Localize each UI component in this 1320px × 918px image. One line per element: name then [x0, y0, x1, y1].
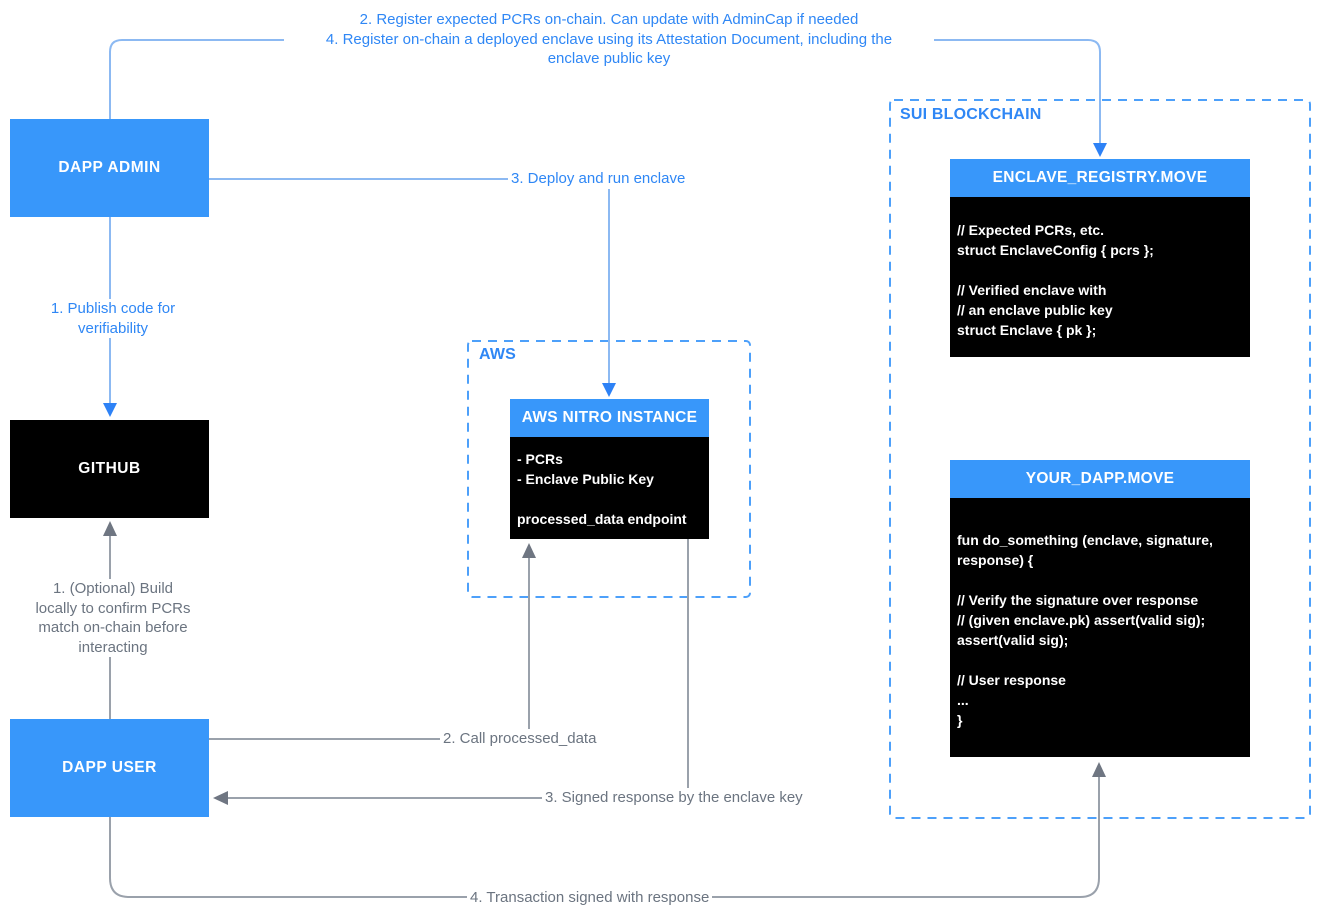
node-enclave-registry-header: ENCLAVE_REGISTRY.MOVE: [950, 159, 1250, 197]
annotation-optional-build: 1. (Optional) Build locally to confirm P…: [15, 579, 211, 657]
annotation-publish-code: 1. Publish code for verifiability: [25, 299, 201, 338]
annotation-deploy-enclave: 3. Deploy and run enclave: [508, 169, 689, 189]
arrow-call-processed-data: [209, 543, 536, 740]
node-aws-nitro-body: - PCRs - Enclave Public Key processed_da…: [510, 437, 709, 539]
aws-group-label: AWS: [479, 346, 517, 363]
node-your-dapp-header: YOUR_DAPP.MOVE: [950, 460, 1250, 498]
node-your-dapp-title: YOUR_DAPP.MOVE: [1025, 470, 1175, 487]
node-aws-nitro-header: AWS NITRO INSTANCE: [510, 399, 709, 437]
annotation-call-processed-data: 2. Call processed_data: [440, 729, 600, 749]
annotation-signed-response: 3. Signed response by the enclave key: [542, 788, 806, 808]
node-enclave-registry-title: ENCLAVE_REGISTRY.MOVE: [992, 169, 1208, 186]
node-github: GITHUB: [10, 420, 209, 518]
node-your-dapp-body: fun do_something (enclave, signature, re…: [950, 498, 1250, 757]
node-enclave-registry-body: // Expected PCRs, etc. struct EnclaveCon…: [950, 197, 1250, 357]
arrow-deploy-enclave: [209, 178, 616, 397]
arrow-transaction-signed: [109, 762, 1106, 898]
node-dapp-admin: DAPP ADMIN: [10, 119, 209, 217]
sui-group-border: [889, 99, 1311, 819]
node-dapp-user: DAPP USER: [10, 719, 209, 817]
node-dapp-user-label: DAPP USER: [62, 759, 157, 776]
node-github-label: GITHUB: [78, 460, 141, 477]
node-dapp-admin-label: DAPP ADMIN: [58, 159, 161, 176]
annotation-transaction-signed: 4. Transaction signed with response: [467, 888, 713, 908]
sui-group-label: SUI BLOCKCHAIN: [900, 106, 1042, 123]
arrow-signed-response: [213, 539, 689, 805]
node-aws-nitro-title: AWS NITRO INSTANCE: [521, 409, 698, 426]
annotation-register-pcrs: 2. Register expected PCRs on-chain. Can …: [284, 10, 934, 69]
